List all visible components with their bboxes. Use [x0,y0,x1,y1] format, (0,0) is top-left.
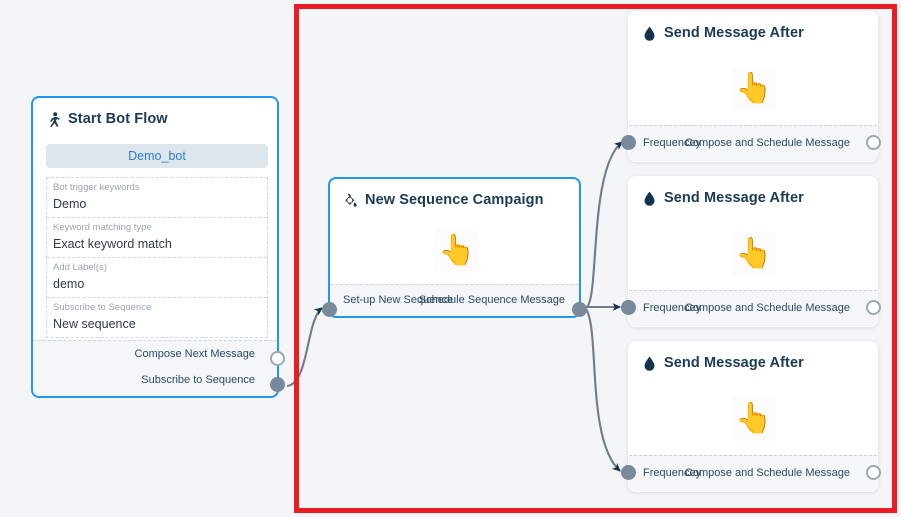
node-send-message-after-2[interactable]: Send Message After 👆 Frequencey Compose … [621,176,881,327]
pointing-hand-cursor: 👆 [732,67,776,111]
node-send-message-after-3-title: Send Message After [629,342,877,371]
node-new-sequence-campaign-title-text: New Sequence Campaign [365,192,544,208]
input-label-frequencey: Frequencey [643,137,702,149]
field-value: Exact keyword match [53,237,172,251]
output-label-compose-and-schedule-message: Compose and Schedule Message [684,137,850,149]
output-port-compose-and-schedule-message[interactable] [866,300,881,315]
pointing-hand-cursor: 👆 [732,232,776,276]
node-send-message-after-1-footer: Frequencey Compose and Schedule Message [629,125,877,161]
node-send-message-after-3-title-text: Send Message After [664,355,804,371]
output-label-compose-next-message: Compose Next Message [134,348,255,360]
edge-sequence-to-msg-3 [585,308,621,472]
input-port-frequencey[interactable] [621,300,636,315]
output-port-compose-and-schedule-message[interactable] [866,465,881,480]
field-bot-trigger-keywords[interactable]: Bot trigger keywords Demo [47,178,267,218]
running-person-icon [46,111,61,127]
output-port-compose-next-message[interactable] [270,351,285,366]
output-port-subscribe-to-sequence[interactable] [270,377,285,392]
field-label: Keyword matching type [53,222,152,233]
input-port-frequencey[interactable] [621,465,636,480]
node-send-message-after-2-footer: Frequencey Compose and Schedule Message [629,290,877,326]
field-label: Add Label(s) [53,262,107,273]
pointing-hand-cursor: 👆 [435,229,479,273]
node-start-bot-flow-title: Start Bot Flow [33,98,277,127]
node-new-sequence-campaign-footer: Set-up New Sequence Schedule Sequence Me… [330,284,579,316]
paint-bucket-icon [343,192,358,208]
field-value: Demo [53,197,87,211]
water-drop-icon [642,25,657,41]
field-subscribe-to-sequence[interactable]: Subscribe to Sequence New sequence [47,298,267,337]
node-send-message-after-1[interactable]: Send Message After 👆 Frequencey Compose … [621,11,881,162]
output-port-compose-and-schedule-message[interactable] [866,135,881,150]
field-label: Bot trigger keywords [53,182,140,193]
bot-config-fields: Bot trigger keywords Demo Keyword matchi… [46,177,268,338]
field-value: demo [53,277,85,291]
bot-name-pill[interactable]: Demo_bot [46,144,268,168]
input-label-setup-new-sequence: Set-up New Sequence [343,294,454,306]
bot-name-text: Demo_bot [128,149,186,163]
output-port-schedule-sequence-message[interactable] [572,302,587,317]
input-port-frequencey[interactable] [621,135,636,150]
node-send-message-after-1-title-text: Send Message After [664,25,804,41]
input-label-frequencey: Frequencey [643,302,702,314]
node-start-bot-flow-title-text: Start Bot Flow [68,111,168,127]
node-send-message-after-3[interactable]: Send Message After 👆 Frequencey Compose … [621,341,881,492]
node-start-bot-flow-footer: Compose Next Message Subscribe to Sequen… [33,340,277,396]
pointing-hand-cursor: 👆 [732,397,776,441]
output-label-compose-and-schedule-message: Compose and Schedule Message [684,467,850,479]
node-send-message-after-2-title-text: Send Message After [664,190,804,206]
input-port-setup-new-sequence[interactable] [322,302,337,317]
water-drop-icon [642,190,657,206]
node-start-bot-flow[interactable]: Start Bot Flow Demo_bot Bot trigger keyw… [31,96,285,398]
node-send-message-after-3-footer: Frequencey Compose and Schedule Message [629,455,877,491]
node-new-sequence-campaign-title: New Sequence Campaign [330,179,579,208]
node-send-message-after-1-title: Send Message After [629,12,877,41]
water-drop-icon [642,355,657,371]
node-new-sequence-campaign[interactable]: New Sequence Campaign 👆 Set-up New Seque… [322,177,587,318]
field-add-labels[interactable]: Add Label(s) demo [47,258,267,298]
field-value: New sequence [53,317,136,331]
edge-start-to-sequence [286,307,323,388]
output-label-subscribe-to-sequence: Subscribe to Sequence [141,374,255,386]
node-send-message-after-2-title: Send Message After [629,177,877,206]
field-keyword-matching-type[interactable]: Keyword matching type Exact keyword matc… [47,218,267,258]
input-label-frequencey: Frequencey [643,467,702,479]
output-label-compose-and-schedule-message: Compose and Schedule Message [684,302,850,314]
edge-sequence-to-msg-1 [585,141,623,309]
output-label-schedule-sequence-message: Schedule Sequence Message [418,294,565,306]
field-label: Subscribe to Sequence [53,302,152,313]
